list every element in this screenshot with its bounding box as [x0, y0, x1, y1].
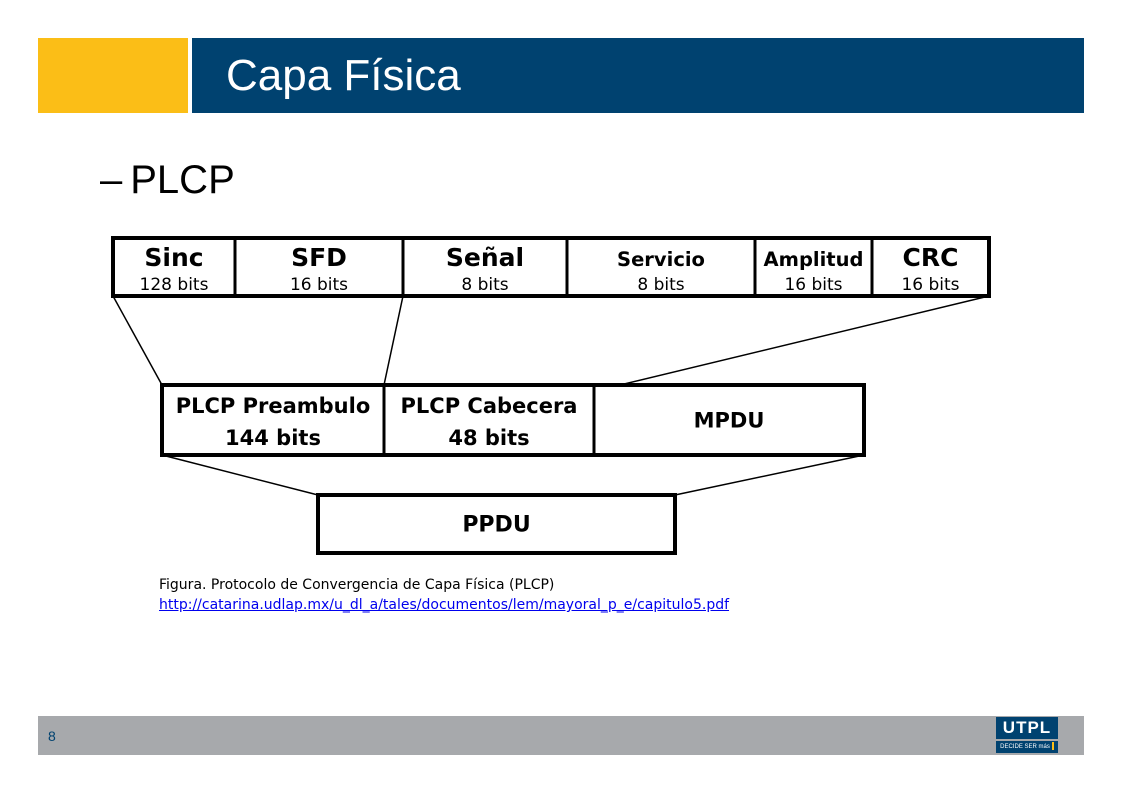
footer-bar: 8 UTPL DECIDE SER más [38, 716, 1084, 755]
middle-field-bits: 144 bits [225, 426, 321, 450]
utpl-logo: UTPL DECIDE SER más [996, 717, 1058, 753]
title-bar: Capa Física [38, 38, 1084, 113]
connector-line [161, 454, 319, 496]
top-field-name: Sinc [144, 243, 203, 272]
logo-tagline: DECIDE SER más [996, 741, 1058, 753]
top-field-bits: 16 bits [901, 275, 959, 295]
bottom-field-name: PPDU [462, 513, 530, 538]
middle-field-name: PLCP Preambulo [176, 394, 371, 418]
caption-text: Figura. Protocolo de Convergencia de Cap… [159, 577, 555, 593]
top-field-bits: 16 bits [290, 275, 348, 295]
top-field-bits: 8 bits [637, 275, 684, 295]
source-link[interactable]: http://catarina.udlap.mx/u_dl_a/tales/do… [159, 597, 730, 613]
title-background: Capa Física [192, 38, 1084, 113]
top-field-bits: 16 bits [784, 275, 842, 295]
top-field-name: Servicio [617, 248, 705, 271]
connector-line [674, 454, 865, 496]
logo-wordmark: UTPL [996, 717, 1058, 739]
bullet-item: –PLCP [100, 158, 235, 203]
connector-line [383, 295, 404, 386]
middle-field-frame [160, 383, 866, 457]
top-field-name: Amplitud [764, 248, 864, 271]
middle-field-name: MPDU [694, 408, 765, 432]
figure-caption: Figura. Protocolo de Convergencia de Cap… [159, 577, 729, 613]
top-field-bits: 8 bits [461, 275, 508, 295]
top-field-frame [111, 236, 991, 298]
top-field-name: CRC [903, 243, 959, 272]
middle-field-bits: 48 bits [448, 426, 529, 450]
plcp-diagram-svg: Sinc 128 bits SFD 16 bits Señal 8 bits Servici… [111, 236, 991, 555]
middle-field-name: PLCP Cabecera [401, 394, 578, 418]
bottom-field-frame [316, 493, 677, 555]
top-field-name: SFD [291, 243, 347, 272]
plcp-diagram: Sinc 128 bits SFD 16 bits Señal 8 bits Servici… [105, 232, 995, 562]
bullet-text: PLCP [130, 158, 235, 202]
connector-line [619, 295, 990, 386]
slide-title: Capa Física [226, 51, 461, 100]
connector-line [112, 295, 163, 386]
bullet-dash: – [100, 158, 123, 202]
top-field-bits: 128 bits [140, 275, 209, 295]
title-accent-block [38, 38, 188, 113]
top-field-name: Señal [446, 243, 524, 272]
page-number: 8 [48, 728, 56, 744]
